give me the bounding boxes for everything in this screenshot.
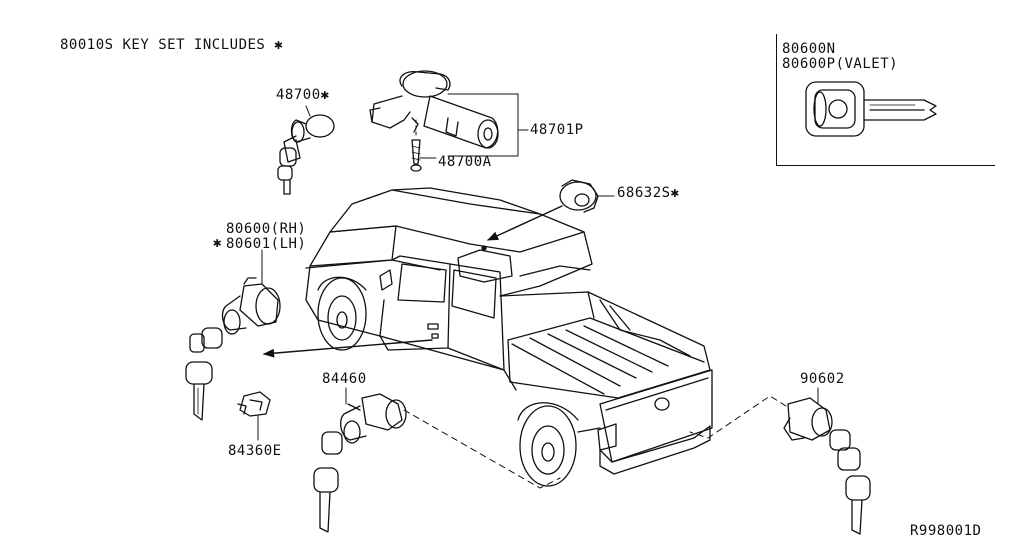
glove-box-lock-icon (277, 114, 335, 195)
label-48700: 48700✱ (276, 87, 330, 103)
label-80600-rh: 80600(RH) (226, 221, 307, 237)
label-84460: 84460 (322, 371, 367, 387)
trunk-key-icon (313, 431, 343, 533)
label-48700A: 48700A (438, 154, 492, 170)
label-84360E: 84360E (228, 443, 282, 459)
trunk-lock-cylinder-icon (339, 393, 407, 444)
ignition-lock-icon (369, 70, 499, 149)
door-key-icon (185, 327, 223, 421)
pickup-truck-icon (305, 187, 713, 487)
key-set-note: 80010S KEY SET INCLUDES ✱ (60, 37, 284, 53)
rear-lock-cylinder-icon (783, 397, 871, 535)
label-68632S: 68632S✱ (617, 185, 680, 201)
inset-box (776, 34, 995, 166)
door-lock-cylinder-icon (221, 277, 281, 335)
label-star-marker: ✱ (213, 235, 222, 251)
inset-part-number: 80600N (782, 41, 836, 57)
label-80601-lh: 80601(LH) (226, 236, 307, 252)
diagram-reference-number: R998001D (910, 523, 982, 539)
screw-icon (410, 119, 422, 172)
inset-valet-part-number: 80600P(VALET) (782, 56, 899, 72)
tailgate-lock-icon (559, 179, 599, 213)
label-48701P: 48701P (530, 122, 584, 138)
valet-key-icon (805, 81, 937, 137)
clip-icon (237, 391, 271, 417)
label-90602: 90602 (800, 371, 845, 387)
